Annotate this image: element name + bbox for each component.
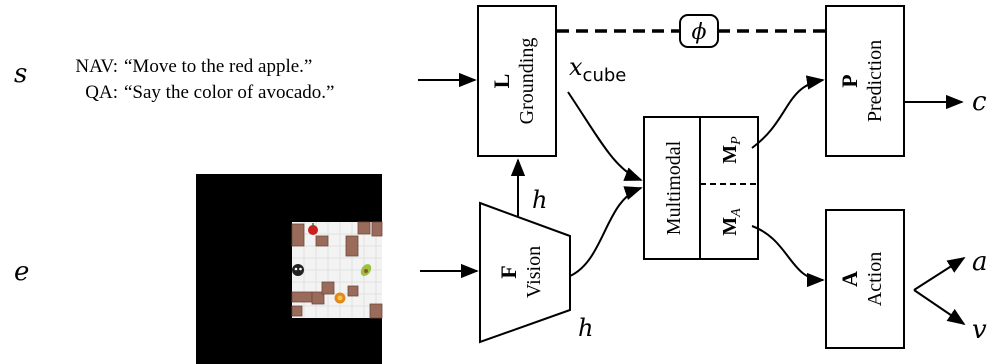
prediction-module: P Prediction xyxy=(825,5,905,157)
arrow-grounding-to-multimodal xyxy=(567,91,643,181)
c-symbol: c xyxy=(972,87,987,117)
nav-instruction: “Move to the red apple.” xyxy=(124,56,312,77)
x-cube-symbol: xcube xyxy=(569,53,626,86)
prediction-letter: P xyxy=(837,74,862,87)
orange-icon xyxy=(334,292,346,304)
wall-blocks xyxy=(291,221,383,319)
vision-trapezoid xyxy=(479,201,571,344)
phi-symbol: ϕ xyxy=(692,20,707,45)
a-symbol: a xyxy=(972,247,988,277)
action-label: Action xyxy=(864,252,886,306)
agent-icon xyxy=(292,264,304,276)
arrows xyxy=(418,72,966,326)
multimodal-label: Multimodal xyxy=(663,140,685,235)
vision-letter: F xyxy=(496,265,521,278)
grounding-label: Grounding xyxy=(516,38,538,125)
grounding-letter: L xyxy=(489,74,514,89)
s-symbol: s xyxy=(14,59,27,89)
arrow-mp-to-prediction xyxy=(751,75,825,149)
phi-box xyxy=(679,14,719,48)
ma-label: MA xyxy=(719,208,744,236)
action-letter: A xyxy=(837,271,862,287)
environment-image xyxy=(196,174,383,364)
qa-label: QA: xyxy=(85,82,118,103)
arrow-action-to-v xyxy=(913,289,966,326)
prediction-label: Prediction xyxy=(864,40,886,122)
h-symbol-top: h xyxy=(532,186,547,214)
arrow-ma-to-action xyxy=(751,225,825,288)
qa-question: “Say the color of avocado.” xyxy=(124,82,335,103)
v-symbol: v xyxy=(972,315,987,345)
arrow-vision-to-multimodal xyxy=(569,186,643,277)
action-module: A Action xyxy=(825,209,905,349)
vision-label: Vision xyxy=(523,246,545,298)
action-box xyxy=(825,209,905,349)
h-symbol-bottom: h xyxy=(578,314,593,342)
avocado-icon xyxy=(360,264,372,276)
vision-module: F Vision xyxy=(479,201,571,344)
mp-label: MP xyxy=(719,136,744,164)
apple-icon xyxy=(308,223,318,235)
e-symbol: e xyxy=(14,257,29,287)
grounding-module: L Grounding xyxy=(477,5,557,157)
multimodal-module: Multimodal MP MA xyxy=(643,116,759,260)
nav-label: NAV: xyxy=(75,56,118,77)
arrow-action-to-a xyxy=(913,257,966,291)
grounding-box xyxy=(477,5,557,157)
prediction-box xyxy=(825,5,905,157)
phi-connection: ϕ xyxy=(557,14,826,48)
